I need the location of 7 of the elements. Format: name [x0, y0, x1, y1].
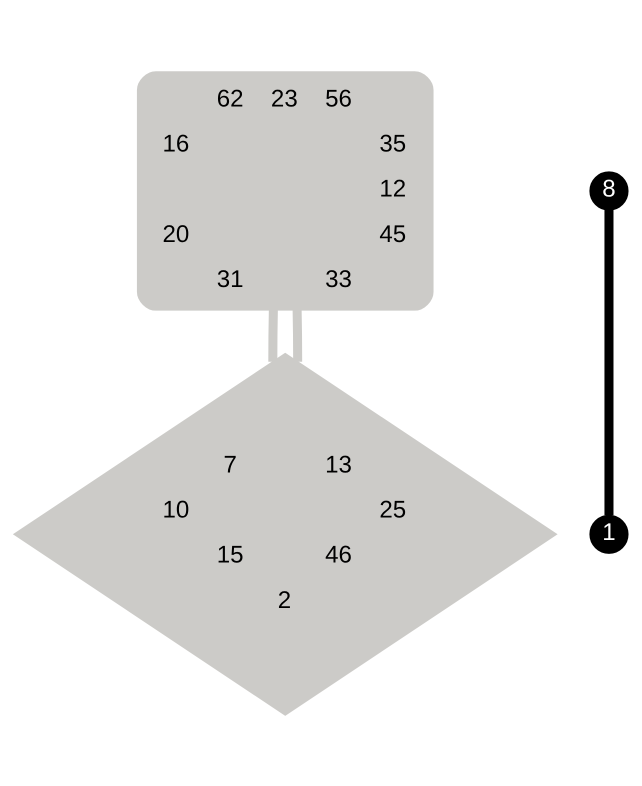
node-circle: 8: [589, 170, 629, 210]
connector: [268, 309, 278, 362]
node-diamond: 7 13 10 25 15 46 2: [12, 352, 558, 716]
node-circle: 1: [589, 514, 629, 554]
connector: [604, 209, 614, 515]
node-box: 62 23 56 16 35 12 20 45 31 33: [136, 70, 434, 310]
connector: [292, 309, 302, 362]
